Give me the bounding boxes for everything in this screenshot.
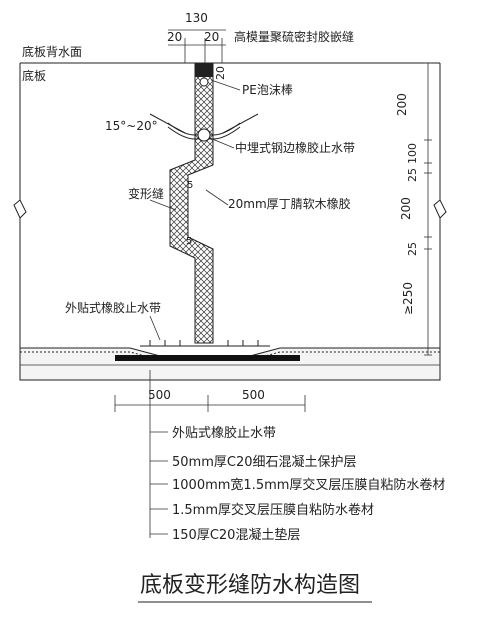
bottom-dim-left: 500	[148, 388, 171, 402]
sealant-block	[195, 63, 213, 87]
ext-waterstop-label: 外贴式橡胶止水带	[65, 300, 161, 315]
dim-25-b: 25	[406, 242, 419, 256]
bottom-dimensions: 500 500	[114, 388, 306, 412]
slab-outline	[13, 62, 447, 380]
layer-3: 1000mm宽1.5mm厚交叉层压膜自粘防水卷材	[172, 477, 445, 493]
right-dimensions: 200 100 25 200 25 ≥250	[395, 62, 432, 356]
angle-label: 15°~20°	[105, 119, 158, 133]
top-dimensions: 130 20 20 20	[167, 11, 227, 80]
offset-5-b: 5	[186, 236, 192, 247]
top-dim-130: 130	[185, 11, 208, 25]
joint-label: 变形缝	[128, 186, 164, 201]
dim-200-a: 200	[395, 93, 409, 116]
slab-label: 底板	[22, 68, 46, 83]
bottom-layers	[19, 347, 441, 381]
sealant-label: 高模量聚硫密封胶嵌缝	[234, 29, 354, 44]
deformation-joint	[169, 62, 214, 344]
diagram-title: 底板变形缝防水构造图	[140, 573, 360, 598]
top-dim-20-right: 20	[204, 30, 219, 44]
layer-2: 50mm厚C20细石混凝土保护层	[172, 454, 357, 470]
top-dim-20-left: 20	[167, 30, 182, 44]
layer-4: 1.5mm厚交叉层压膜自粘防水卷材	[172, 502, 374, 518]
dim-25-a: 25	[406, 168, 419, 182]
dim-200-b: 200	[399, 197, 413, 220]
offset-5-a: 5	[187, 180, 193, 191]
rubber-label: 20mm厚丁腈软木橡胶	[228, 196, 351, 211]
layer-1: 外贴式橡胶止水带	[172, 425, 276, 441]
pe-label: PE泡沫棒	[242, 83, 293, 97]
waterstop-label: 中埋式钢边橡胶止水带	[235, 140, 355, 155]
bottom-dim-right: 500	[242, 388, 265, 402]
embedded-waterstop	[149, 113, 259, 142]
dim-100: 100	[406, 143, 419, 164]
top-side-label: 底板背水面	[22, 44, 82, 59]
dim-250: ≥250	[401, 282, 415, 315]
layer-5: 150厚C20混凝土垫层	[172, 527, 300, 543]
rod-dim: 20	[214, 66, 227, 80]
external-waterstop	[140, 340, 270, 347]
layer-leaders	[149, 370, 168, 538]
